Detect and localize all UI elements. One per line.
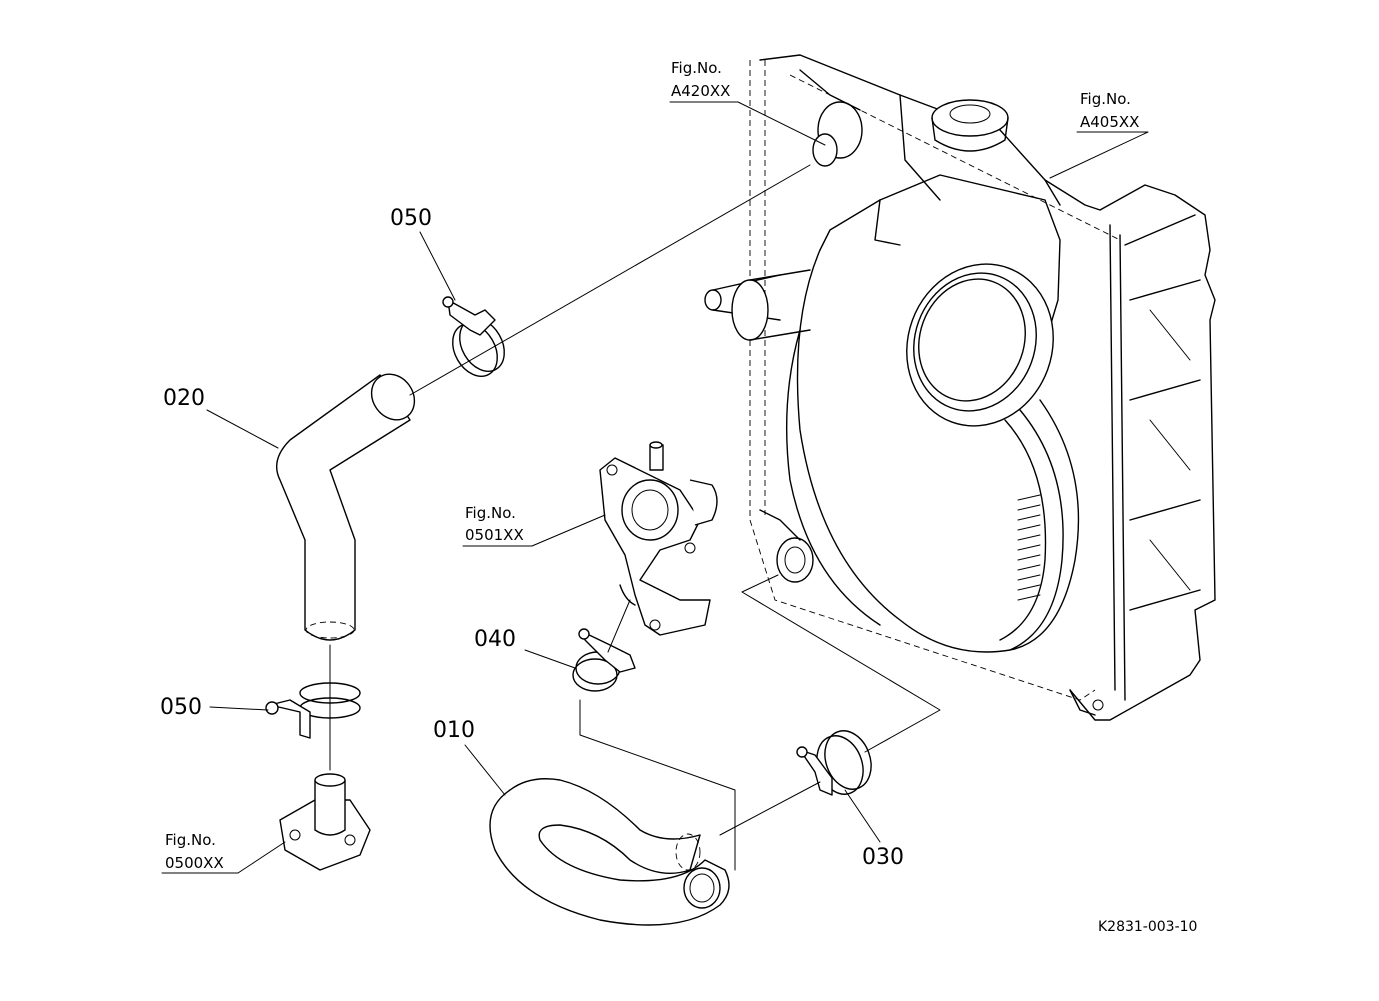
fig-0501-code: 0501XX: [465, 526, 524, 544]
radiator-assembly: [704, 54, 1216, 721]
callout-050-upper: 050: [390, 206, 432, 231]
callout-050-lower: 050: [160, 695, 202, 720]
fig-0500-code: 0500XX: [165, 854, 224, 872]
water-pump-body: [599, 441, 718, 636]
fig-0501-label: Fig.No.: [465, 504, 516, 522]
fig-a420-label: Fig.No.: [671, 59, 722, 77]
callout-010: 010: [433, 718, 475, 743]
assembly-lines: [329, 164, 941, 871]
hose-clamp-030: [796, 730, 872, 796]
fig-a405-code: A405XX: [1080, 113, 1139, 131]
callout-040: 040: [474, 627, 516, 652]
drawing-id: K2831-003-10: [1098, 919, 1197, 935]
fig-a405-label: Fig.No.: [1080, 90, 1131, 108]
callout-020: 020: [163, 386, 205, 411]
thermostat-cover: [279, 773, 371, 871]
hose-clamp-lower: [265, 682, 361, 739]
hose-lower-010: [489, 778, 730, 926]
hose-clamp-upper: [442, 296, 505, 377]
fig-a420-code: A420XX: [671, 82, 730, 100]
leader-lines: [161, 101, 1149, 874]
callout-030: 030: [862, 845, 904, 870]
figure-references: Fig.No. A420XX Fig.No. A405XX Fig.No. 05…: [165, 59, 1139, 872]
hose-clamp-040: [572, 628, 636, 692]
fig-0500-label: Fig.No.: [165, 831, 216, 849]
hose-upper-020: [276, 373, 416, 641]
part-callouts: 050 020 050 040 010 030: [160, 206, 904, 870]
